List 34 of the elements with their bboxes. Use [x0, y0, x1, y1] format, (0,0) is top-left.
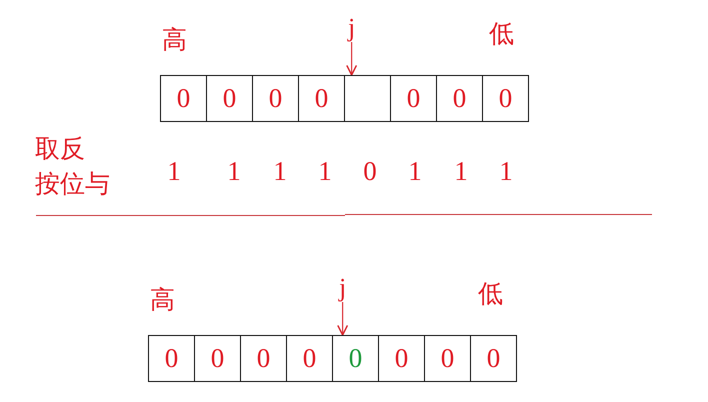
bit-order-label: 高 — [150, 287, 175, 312]
bit-cell: 0 — [390, 75, 437, 122]
bit-value: 1 — [499, 158, 513, 185]
index-label: j — [339, 275, 346, 301]
bit-order-label: 低 — [489, 21, 514, 46]
bit-cell: 0 — [160, 75, 207, 122]
bit-value: 1 — [408, 158, 422, 185]
bit-value: 1 — [273, 158, 287, 185]
bit-cell: 0 — [470, 335, 517, 382]
bit-cell: 0 — [424, 335, 471, 382]
bit-cell: 0 — [206, 75, 253, 122]
bit-value: 1 — [167, 158, 181, 185]
bit-cell: 0 — [252, 75, 299, 122]
bit-order-label: 低 — [478, 281, 503, 306]
bit-order-label: 高 — [162, 27, 187, 52]
operation-label: 取反 — [35, 136, 85, 161]
bit-value: 1 — [454, 158, 468, 185]
bit-cell: 0 — [378, 335, 425, 382]
bit-cell: 0 — [286, 335, 333, 382]
pointer-arrow — [346, 42, 358, 76]
bit-cell: 0 — [194, 335, 241, 382]
index-label: j — [348, 15, 356, 41]
bit-cell: 0 — [482, 75, 529, 122]
bit-cell — [344, 75, 391, 122]
bit-cell: 0 — [148, 335, 195, 382]
bit-cell: 0 — [240, 335, 287, 382]
operation-label: 按位与 — [35, 171, 110, 196]
bit-value: 0 — [363, 158, 377, 185]
bit-value: 1 — [318, 158, 332, 185]
bit-value: 1 — [227, 158, 241, 185]
bit-cell: 0 — [436, 75, 483, 122]
bit-cell: 0 — [298, 75, 345, 122]
pointer-arrow — [337, 302, 348, 336]
bit-cell: 0 — [332, 335, 379, 382]
